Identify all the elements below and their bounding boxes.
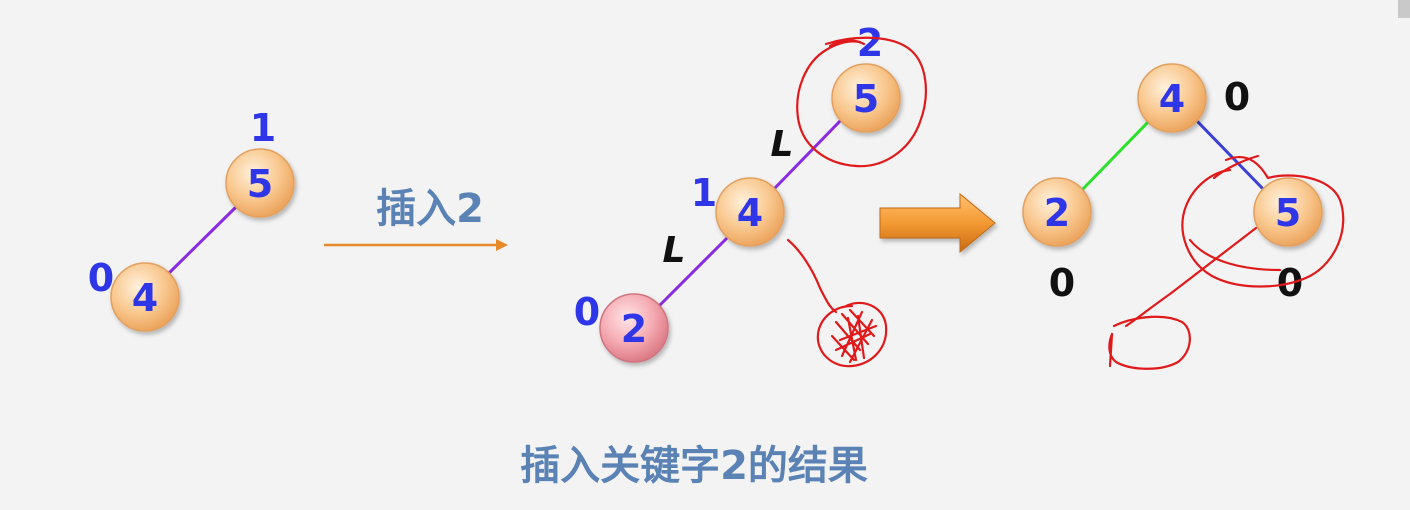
scribble-ball — [816, 301, 888, 368]
scribble-circle-right-5 — [1181, 156, 1345, 288]
tree-before: 5 1 4 0 — [88, 106, 295, 332]
rotation-label-l: L — [771, 124, 794, 165]
balance-factor: 0 — [1224, 75, 1250, 119]
scribble-branch — [786, 238, 838, 314]
balance-factor: 0 — [88, 256, 114, 300]
edge-5-4 — [771, 116, 845, 192]
node-5: 5 — [225, 148, 295, 218]
node-4: 4 — [715, 177, 785, 247]
balance-factor: 0 — [1049, 261, 1075, 305]
caption: 插入关键字2的结果 — [520, 443, 868, 489]
node-key: 4 — [1159, 77, 1185, 121]
scribble-arc — [1188, 238, 1282, 272]
balance-factor: 1 — [250, 106, 276, 150]
node-5: 5 — [831, 63, 901, 133]
tree-after: 4 0 2 0 5 0 — [1022, 63, 1323, 305]
node-key: 2 — [621, 307, 647, 351]
scribble-loop — [1108, 315, 1191, 370]
node-key: 5 — [853, 77, 879, 121]
scribble-line — [1124, 226, 1258, 328]
node-key: 4 — [132, 276, 158, 320]
balance-factor: 1 — [691, 171, 717, 215]
insert-arrow: 插入2 — [324, 186, 508, 251]
node-2-new: 2 — [599, 293, 669, 363]
node-5: 5 — [1253, 177, 1323, 247]
node-key: 2 — [1044, 191, 1070, 235]
scribble-tick — [1212, 154, 1260, 180]
rotate-arrow — [879, 192, 996, 254]
node-key: 5 — [1275, 191, 1301, 235]
tree-unbalanced: L L 5 2 4 1 2 0 — [574, 21, 901, 363]
edge-4-2 — [1078, 118, 1152, 194]
node-2: 2 — [1022, 177, 1092, 247]
node-key: 5 — [247, 162, 273, 206]
rotation-label-l: L — [663, 230, 686, 271]
handwritten-annotations — [786, 36, 1345, 370]
balance-factor: 0 — [574, 290, 600, 334]
node-key: 4 — [737, 191, 763, 235]
edge-4-2 — [655, 236, 729, 310]
node-4: 4 — [110, 262, 180, 332]
node-4: 4 — [1137, 63, 1207, 133]
scribble-tick — [828, 39, 866, 48]
corner-mark — [1398, 0, 1410, 18]
edge-5-4 — [165, 205, 238, 277]
scribble-circle-node-5 — [796, 36, 927, 168]
insert-label: 插入2 — [376, 186, 484, 232]
edge-4-5 — [1194, 118, 1268, 194]
